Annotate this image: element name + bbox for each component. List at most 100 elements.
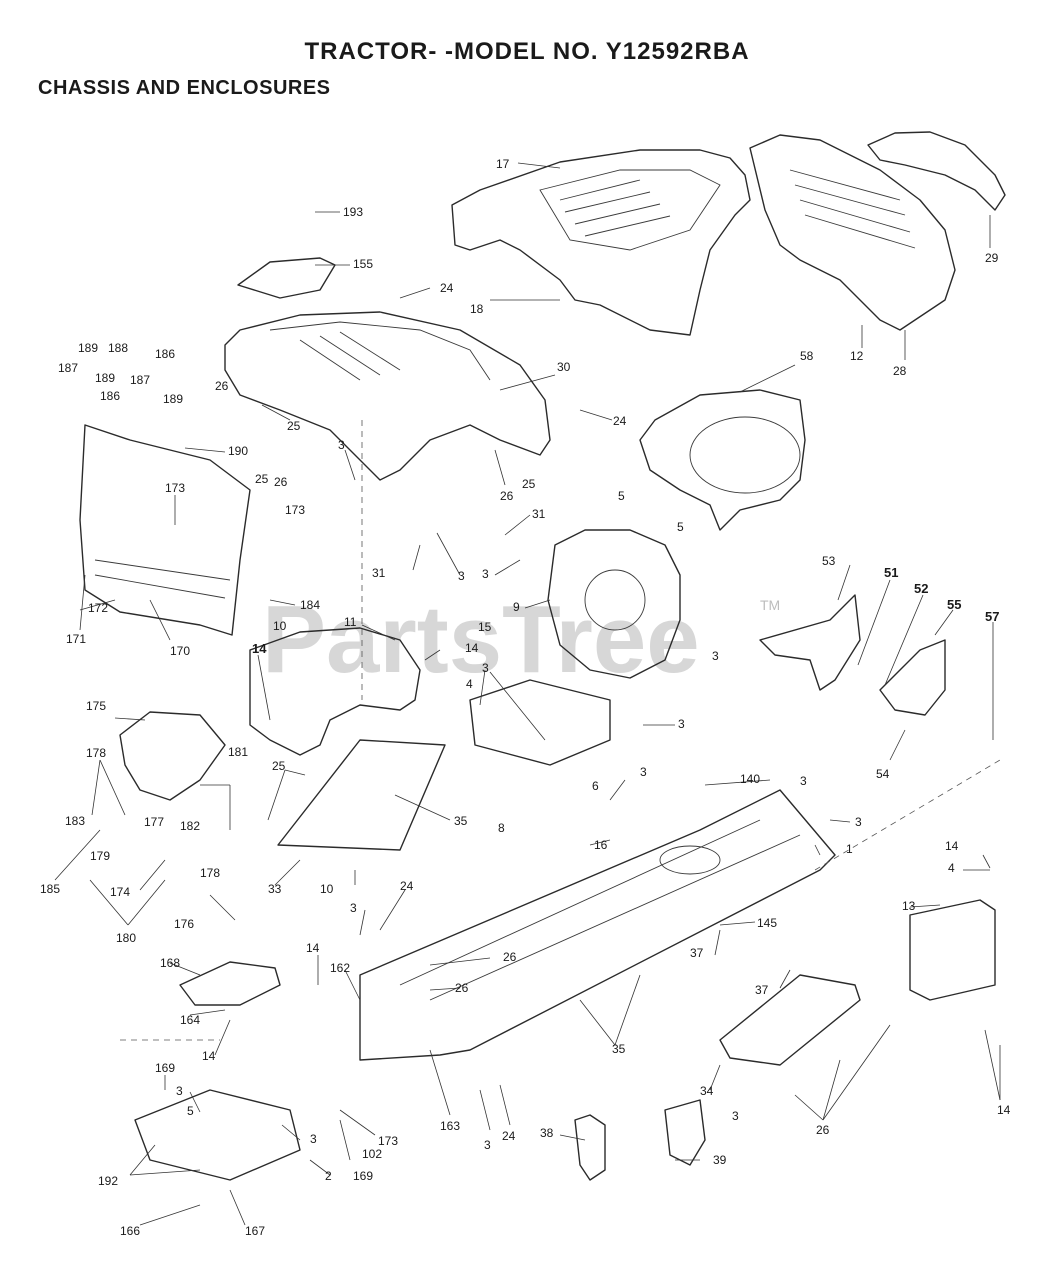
callout-53: 53 <box>822 554 836 568</box>
callout-31b: 31 <box>372 566 386 580</box>
callout-33: 33 <box>268 882 282 896</box>
tray-part-6 <box>469 679 611 766</box>
callout-167: 167 <box>245 1224 265 1238</box>
callout-58: 58 <box>800 349 814 363</box>
part-175 <box>119 711 226 801</box>
callout-14: 14 <box>252 641 267 656</box>
callout-35: 35 <box>454 814 468 828</box>
callout-190: 190 <box>228 444 248 458</box>
callout-3n: 3 <box>732 1109 739 1123</box>
callout-2: 2 <box>325 1169 332 1183</box>
hood-part-17 <box>451 149 751 336</box>
panel-part-13 <box>909 899 996 1001</box>
callout-3h: 3 <box>855 815 862 829</box>
callout-3c: 3 <box>482 567 489 581</box>
callout-187: 187 <box>58 361 78 375</box>
callout-35b: 35 <box>612 1042 626 1056</box>
callout-140: 140 <box>740 772 760 786</box>
callout-164: 164 <box>180 1013 200 1027</box>
callout-170: 170 <box>170 644 190 658</box>
callout-182: 182 <box>180 819 200 833</box>
page-title: TRACTOR- -MODEL NO. Y12592RBA <box>304 38 750 65</box>
callout-171: 171 <box>66 632 86 646</box>
callout-3b: 3 <box>458 569 465 583</box>
callout-188: 188 <box>108 341 128 355</box>
callout-37: 37 <box>690 946 704 960</box>
callout-labels: 17 193 155 24 18 29 12 28 189 188 186 18… <box>40 157 1011 1238</box>
watermark-tm: TM <box>760 597 780 613</box>
callout-24c: 24 <box>400 879 414 893</box>
callout-186b: 186 <box>100 389 120 403</box>
callout-5: 5 <box>618 489 625 503</box>
callout-10: 10 <box>273 619 287 633</box>
callout-26: 26 <box>215 379 229 393</box>
callout-183: 183 <box>65 814 85 828</box>
callout-14c: 14 <box>945 839 959 853</box>
watermark: PartsTree TM <box>262 586 780 693</box>
callout-185: 185 <box>40 882 60 896</box>
callout-102: 102 <box>362 1147 382 1161</box>
callout-5c: 5 <box>187 1104 194 1118</box>
callout-3l: 3 <box>310 1132 317 1146</box>
callout-11: 11 <box>344 615 357 629</box>
callout-4: 4 <box>466 677 473 691</box>
callout-173c: 173 <box>378 1134 398 1148</box>
callout-13: 13 <box>902 899 916 913</box>
callout-26d: 26 <box>503 950 517 964</box>
bracket-part-38 <box>574 1114 606 1181</box>
callout-3j: 3 <box>350 901 357 915</box>
callout-168: 168 <box>160 956 180 970</box>
callout-6: 6 <box>592 779 599 793</box>
plate-part-155 <box>237 257 336 299</box>
callout-14f: 14 <box>997 1103 1011 1117</box>
callout-52: 52 <box>914 581 928 596</box>
callout-189: 189 <box>78 341 98 355</box>
callout-3e: 3 <box>712 649 719 663</box>
callout-14b: 14 <box>465 641 479 655</box>
section-title: CHASSIS AND ENCLOSURES <box>38 77 331 99</box>
callout-179: 179 <box>90 849 110 863</box>
callout-145: 145 <box>757 916 777 930</box>
callout-166: 166 <box>120 1224 140 1238</box>
callout-8: 8 <box>498 821 505 835</box>
callout-4b: 4 <box>948 861 955 875</box>
callout-26f: 26 <box>816 1123 830 1137</box>
callout-3g: 3 <box>800 774 807 788</box>
callout-9: 9 <box>513 600 520 614</box>
callout-177: 177 <box>144 815 164 829</box>
callout-172: 172 <box>88 601 108 615</box>
fender-part-11 <box>249 627 421 756</box>
callout-17: 17 <box>496 157 510 171</box>
callout-15: 15 <box>478 620 492 634</box>
watermark-text: PartsTree <box>262 586 700 693</box>
shield-part-58 <box>639 389 806 531</box>
callout-175: 175 <box>86 699 106 713</box>
callout-30: 30 <box>557 360 571 374</box>
callout-169: 169 <box>155 1061 175 1075</box>
callout-169b: 169 <box>353 1169 373 1183</box>
callout-51: 51 <box>884 565 898 580</box>
callout-155: 155 <box>353 257 373 271</box>
callout-174: 174 <box>110 885 130 899</box>
frame-part-1 <box>359 789 836 1061</box>
callout-176: 176 <box>174 917 194 931</box>
plate-part-167 <box>134 1089 301 1181</box>
callout-193: 193 <box>343 205 363 219</box>
callout-186: 186 <box>155 347 175 361</box>
callout-57: 57 <box>985 609 999 624</box>
callout-26b: 26 <box>274 475 288 489</box>
callout-18: 18 <box>470 302 484 316</box>
callout-189c: 189 <box>163 392 183 406</box>
callout-3d: 3 <box>482 661 489 675</box>
callout-26c: 26 <box>500 489 514 503</box>
callout-178b: 178 <box>200 866 220 880</box>
bracket-part-53 <box>759 594 861 691</box>
callout-38: 38 <box>540 1126 554 1140</box>
callout-26e: 26 <box>455 981 469 995</box>
callout-39: 39 <box>713 1153 727 1167</box>
panel-part-170 <box>79 424 251 636</box>
callout-189b: 189 <box>95 371 115 385</box>
callout-14e: 14 <box>202 1049 216 1063</box>
callout-178: 178 <box>86 746 106 760</box>
part-164 <box>179 961 281 1006</box>
